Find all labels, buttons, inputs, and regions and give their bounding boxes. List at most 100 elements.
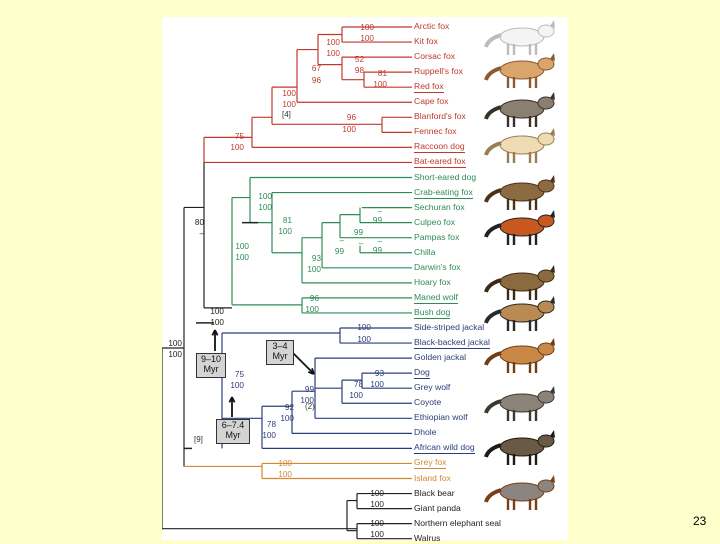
taxon-label: Bat-eared fox xyxy=(414,156,466,168)
african-wild-dog-illustration xyxy=(484,427,562,467)
taxon-label: Black bear xyxy=(414,488,455,499)
support-value: 96 xyxy=(334,113,356,123)
support-value: 99 xyxy=(360,216,382,226)
support-value: 100 xyxy=(270,459,292,469)
support-value: 100 xyxy=(365,80,387,90)
grey-fox-illustration xyxy=(484,472,562,512)
support-value: 100 xyxy=(318,49,340,59)
support-value: 99 xyxy=(292,385,314,395)
support-value: 100 xyxy=(349,323,371,333)
support-value: 100 xyxy=(362,489,384,499)
support-value: 100 xyxy=(341,391,363,401)
taxon-label: Kit fox xyxy=(414,36,438,47)
taxon-label: Corsac fox xyxy=(414,51,455,62)
taxon-label: Crab-eating fox xyxy=(414,187,473,199)
taxon-label: Short-eared dog xyxy=(414,172,476,183)
taxon-label: Grey wolf xyxy=(414,382,450,393)
taxon-label: Fennec fox xyxy=(414,126,457,137)
support-value: 81 xyxy=(365,69,387,79)
taxon-label: Northern elephant seal xyxy=(414,518,501,529)
tree-branch xyxy=(293,353,314,374)
support-value: 81 xyxy=(270,216,292,226)
support-value: 80 xyxy=(182,218,204,228)
support-value: 100 xyxy=(352,23,374,33)
support-value: 100 xyxy=(222,381,244,391)
support-value: 100 xyxy=(362,530,384,540)
support-value: 100 xyxy=(160,350,182,360)
taxon-label: Cape fox xyxy=(414,96,448,107)
fennec-fox-illustration xyxy=(484,125,562,165)
support-value: – xyxy=(322,236,344,246)
support-value: 100 xyxy=(254,431,276,441)
age-box-3-4-myr: 3–4 Myr xyxy=(266,340,294,365)
taxon-label: Red fox xyxy=(414,81,444,93)
support-value: 52 xyxy=(342,55,364,65)
support-value: 100 xyxy=(362,519,384,529)
support-value: 100 xyxy=(362,500,384,510)
support-value: 100 xyxy=(227,253,249,263)
support-value: 100 xyxy=(270,227,292,237)
support-value: 78 xyxy=(254,420,276,430)
support-value: 75 xyxy=(222,132,244,142)
support-value: 100 xyxy=(318,38,340,48)
red-clade-count-note: [4] xyxy=(282,110,291,119)
support-value: 100 xyxy=(349,335,371,345)
taxon-label: Culpeo fox xyxy=(414,217,455,228)
support-value: 100 xyxy=(274,100,296,110)
taxon-label: African wild dog xyxy=(414,442,475,454)
taxon-label: Bush dog xyxy=(414,307,450,319)
support-value: 100 xyxy=(352,34,374,44)
taxon-label: Pampas fox xyxy=(414,232,459,243)
support-value: 100 xyxy=(222,143,244,153)
support-value: 98 xyxy=(342,66,364,76)
dog-boxer-illustration xyxy=(484,335,562,375)
support-value: 99 xyxy=(322,247,344,257)
maned-wolf-illustration xyxy=(484,207,562,247)
taxon-label: Arctic fox xyxy=(414,21,449,32)
support-value: 100 xyxy=(202,307,224,317)
blue-clade-count-note: (2) xyxy=(305,402,315,411)
taxon-label: Ethiopian wolf xyxy=(414,412,468,423)
phylogenetic-tree-figure: Arctic foxKit foxCorsac foxRuppell's fox… xyxy=(162,17,568,540)
age-box-9-10-myr: 9–10 Myr xyxy=(196,353,226,378)
support-value: 93 xyxy=(299,254,321,264)
support-value: 99 xyxy=(360,246,382,256)
support-value: 100 xyxy=(334,125,356,135)
support-value: 100 xyxy=(297,305,319,315)
taxon-label: Blanford's fox xyxy=(414,111,466,122)
taxon-label: Raccoon dog xyxy=(414,141,465,153)
taxon-label: Maned wolf xyxy=(414,292,458,304)
support-value: 96 xyxy=(297,294,319,304)
support-value: 92 xyxy=(272,403,294,413)
support-value: 100 xyxy=(299,265,321,275)
taxon-label: Giant panda xyxy=(414,503,461,514)
support-value: – xyxy=(182,229,204,239)
taxon-label: Chilla xyxy=(414,247,436,258)
taxon-label: Golden jackal xyxy=(414,352,466,363)
kit-fox-illustration xyxy=(484,50,562,90)
taxon-label: Hoary fox xyxy=(414,277,451,288)
support-value: 100 xyxy=(270,470,292,480)
support-value: 100 xyxy=(202,318,224,328)
support-value: 100 xyxy=(250,192,272,202)
taxon-label: Coyote xyxy=(414,397,441,408)
age-box-6-7-myr: 6–7.4 Myr xyxy=(216,419,250,444)
taxon-label: Sechuran fox xyxy=(414,202,465,213)
taxon-label: Black-backed jackal xyxy=(414,337,490,349)
support-value: 96 xyxy=(299,76,321,86)
support-value: 100 xyxy=(227,242,249,252)
support-value: 100 xyxy=(274,89,296,99)
taxon-label: Darwin's fox xyxy=(414,262,461,273)
taxon-label: Ruppell's fox xyxy=(414,66,463,77)
support-value: 78 xyxy=(341,380,363,390)
base-count-note: [9] xyxy=(194,435,203,444)
taxon-label: Dog xyxy=(414,367,430,379)
bush-dog-illustration xyxy=(484,172,562,212)
taxon-label: Island fox xyxy=(414,473,451,484)
taxon-label: Grey fox xyxy=(414,457,446,469)
taxon-label: Dhole xyxy=(414,427,436,438)
page-number: 23 xyxy=(693,514,706,528)
support-value: 67 xyxy=(299,64,321,74)
support-value: 100 xyxy=(160,339,182,349)
support-value: 93 xyxy=(362,369,384,379)
